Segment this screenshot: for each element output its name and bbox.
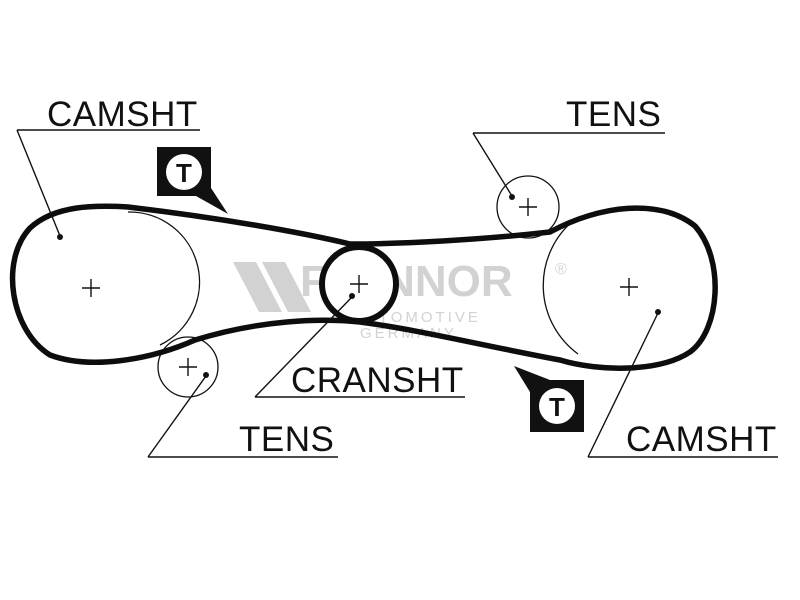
center-cross-icon (179, 358, 197, 376)
center-marks (82, 198, 638, 376)
tensioner-top-pulley (496, 175, 560, 239)
timing-mark-top: T (157, 147, 228, 214)
right-camshaft-pulley (542, 219, 579, 355)
center-cross-icon (82, 279, 100, 297)
timing-mark-bottom-letter: T (549, 392, 565, 422)
center-cross-icon (519, 198, 537, 216)
label-tensioner-top: TENS (566, 95, 661, 134)
timing-belt (9, 203, 718, 371)
label-tensioner-bottom: TENS (239, 420, 334, 459)
watermark-line2: GERMANY (360, 325, 457, 342)
center-cross-icon (620, 278, 638, 296)
label-camshaft-left: CAMSHT (47, 95, 198, 134)
leader-lines (16, 129, 778, 458)
label-crankshaft: CRANSHT (291, 361, 464, 400)
timing-mark-bottom: T (514, 366, 584, 432)
center-cross-icon (350, 275, 368, 293)
label-camshaft-right: CAMSHT (626, 420, 777, 459)
left-camshaft-pulley (127, 211, 201, 346)
brand-logo-icon (233, 262, 311, 312)
timing-mark-top-letter: T (176, 158, 192, 188)
tensioner-bottom-pulley (157, 336, 219, 398)
labels: CAMSHT TENS CRANSHT TENS CAMSHT (47, 95, 777, 459)
belt-outer-path (9, 203, 718, 371)
pulleys (127, 175, 579, 398)
watermark-registered: ® (555, 261, 567, 278)
